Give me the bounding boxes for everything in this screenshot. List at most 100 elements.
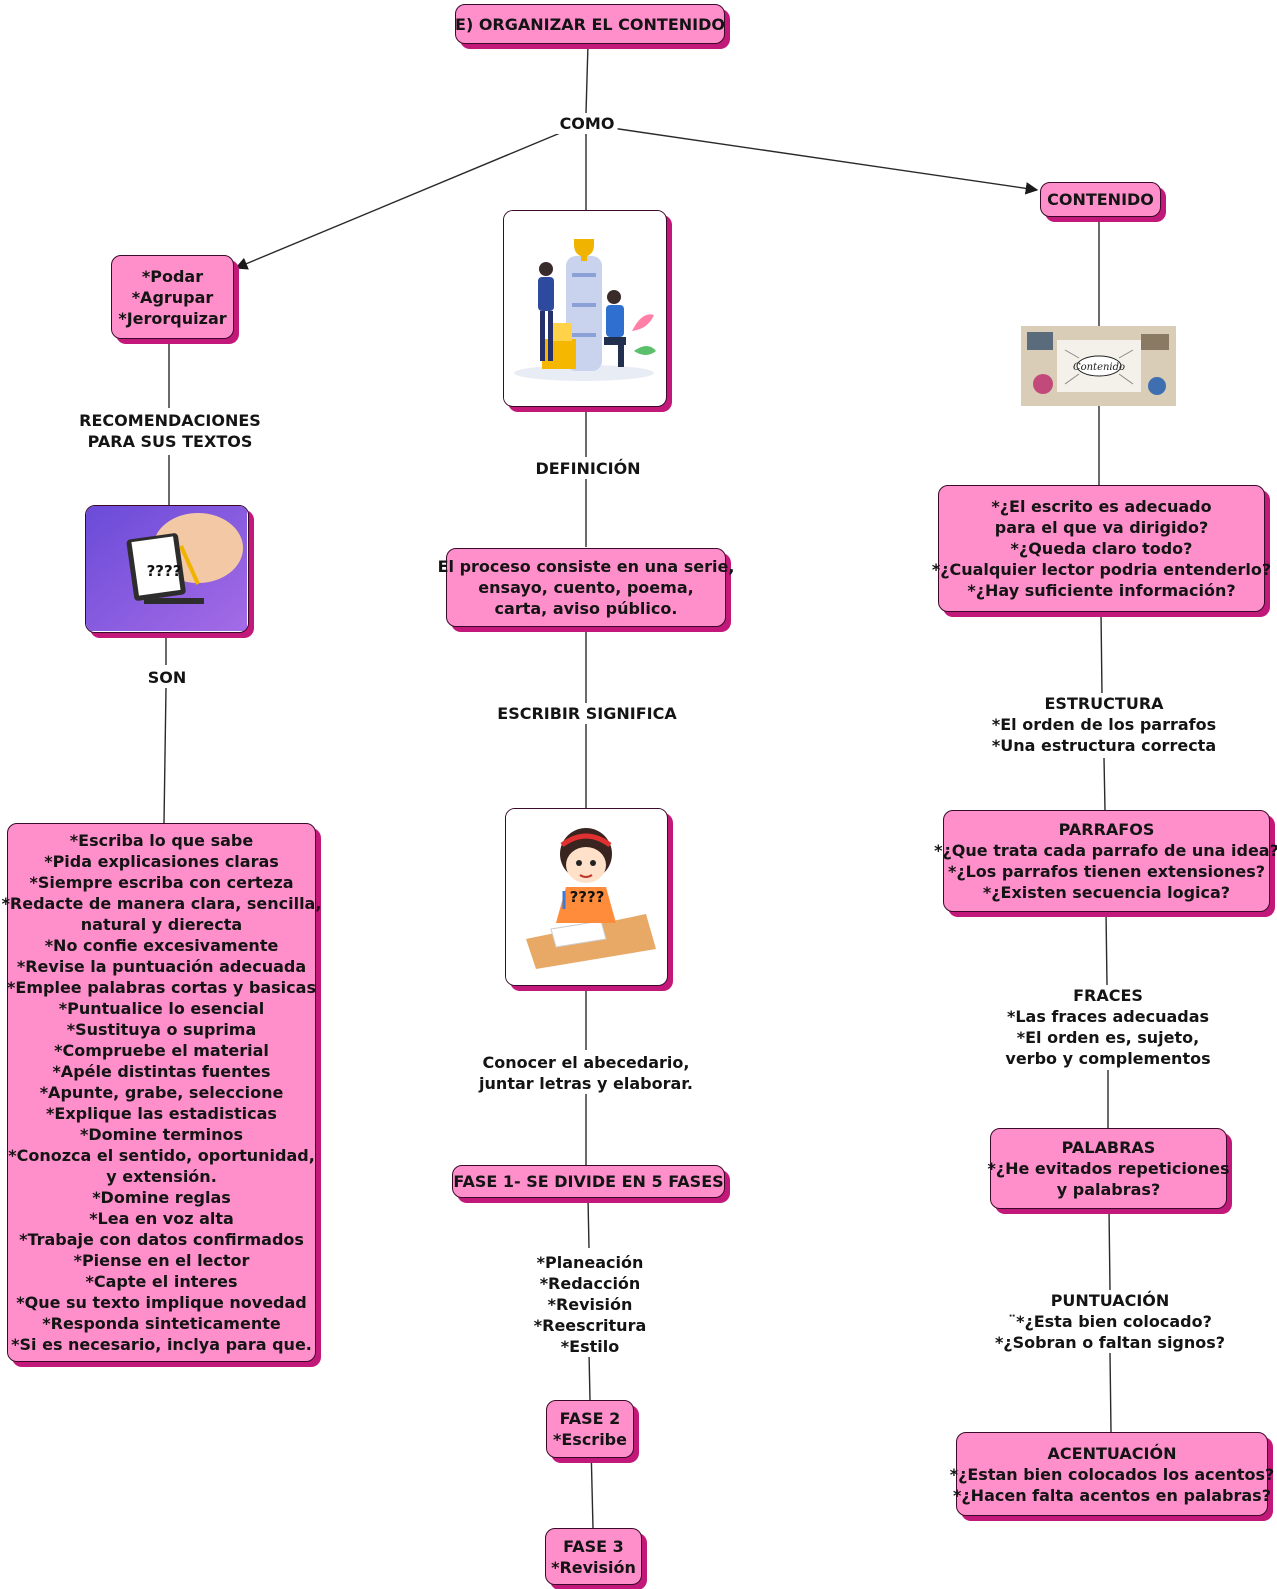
text-line: *¿Queda claro todo? <box>1010 539 1193 558</box>
text-line: *El orden es, sujeto, <box>1016 1028 1200 1047</box>
left-node-podar[interactable]: *Podar *Agrupar *Jerorquizar <box>111 255 234 339</box>
text-line: para el que va dirigido? <box>994 518 1209 537</box>
center-node-fase3[interactable]: FASE 3 *Revisión <box>545 1528 642 1585</box>
text-line: *Agrupar <box>131 287 214 307</box>
text-line: *¿Sobran o faltan signos? <box>994 1333 1226 1352</box>
recommendation-item: *Siempre escriba con certeza <box>29 873 294 892</box>
text-line: *Jerorquizar <box>118 308 227 328</box>
text-line: ACENTUACIÓN <box>1047 1443 1177 1463</box>
image-placeholder-text: Contenido <box>1073 362 1125 373</box>
image-placeholder-text: ???? <box>570 888 605 906</box>
text-line: *¿Existen secuencia logica? <box>982 883 1231 902</box>
text-line: RECOMENDACIONES <box>79 411 261 430</box>
link-definicion: DEFINICIÓN <box>532 458 644 479</box>
recommendation-item: *Domine reglas <box>92 1188 231 1207</box>
text-line: *¿Los parrafos tienen extensiones? <box>947 862 1266 881</box>
recommendation-item: *Explique las estadisticas <box>46 1104 277 1123</box>
link-escribir-significa: ESCRIBIR SIGNIFICA <box>494 703 680 724</box>
center-node-fase2[interactable]: FASE 2 *Escribe <box>546 1400 634 1458</box>
link-puntuacion: PUNTUACIÓN ¨*¿Esta bien colocado? *¿Sobr… <box>991 1290 1229 1353</box>
right-node-palabras[interactable]: PALABRAS *¿He evitados repeticiones y pa… <box>987 1128 1230 1209</box>
text-line: CONTENIDO <box>1047 190 1154 209</box>
link-conocer-abecedario: Conocer el abecedario, juntar letras y e… <box>476 1052 696 1094</box>
connector <box>590 1444 594 1529</box>
right-node-parrafos[interactable]: PARRAFOS *¿Que trata cada parrafo de una… <box>934 810 1277 912</box>
recommendation-item: *Puntualice lo esencial <box>58 999 265 1018</box>
recommendation-item: *Pida explicasiones claras <box>44 852 279 871</box>
recommendation-item: *Que su texto implique novedad <box>16 1293 307 1312</box>
text-line: *Reescritura <box>533 1316 647 1335</box>
text-line: ensayo, cuento, poema, <box>478 578 694 597</box>
link-son: SON <box>144 667 190 688</box>
library-illustration <box>504 211 665 405</box>
writing-hand-illustration: ???? <box>86 506 247 631</box>
recommendation-item: *Apunte, grabe, seleccione <box>39 1083 284 1102</box>
recommendation-item: *Escriba lo que sabe <box>69 831 254 850</box>
recommendation-item: natural y dierecta <box>80 915 243 934</box>
writing-hand-image: ???? <box>85 505 249 633</box>
contenido-desk-illustration: Contenido <box>1021 326 1176 406</box>
text-line: FASE 3 <box>563 1536 624 1556</box>
text-line: *Planeación <box>536 1253 644 1272</box>
link-como: COMO <box>556 113 618 134</box>
recommendation-item: *Lea en voz alta <box>89 1209 234 1228</box>
connector <box>585 43 589 114</box>
text-line: carta, aviso público. <box>494 599 678 618</box>
text-line: El proceso consiste en una serie, <box>437 557 735 576</box>
recommendation-item: *Conozca el sentido, oportunidad, <box>8 1146 315 1165</box>
text-line: PARRAFOS <box>1058 820 1155 839</box>
right-node-contenido[interactable]: CONTENIDO <box>1040 182 1161 217</box>
text-line: *Una estructura correcta <box>991 736 1217 755</box>
left-node-recommendations[interactable]: *Escriba lo que sabe *Pida explicasiones… <box>2 823 321 1362</box>
center-node-fase1[interactable]: FASE 1- SE DIVIDE EN 5 FASES <box>452 1165 725 1198</box>
text-line: *¿Que trata cada parrafo de una idea? <box>934 841 1277 860</box>
recommendation-item: *Capte el interes <box>85 1272 238 1291</box>
text-line: ¨*¿Esta bien colocado? <box>1008 1312 1212 1331</box>
text-line: *¿Hay suficiente información? <box>967 581 1236 600</box>
arrow-left <box>234 130 566 270</box>
recommendation-item: *Apéle distintas fuentes <box>52 1062 271 1081</box>
text-line: PALABRAS <box>1061 1138 1156 1157</box>
right-node-questions[interactable]: *¿El escrito es adecuado para el que va … <box>932 485 1271 612</box>
connector <box>1100 611 1103 696</box>
recommendation-item: *Emplee palabras cortas y basicas <box>7 978 316 997</box>
connector <box>1103 757 1106 811</box>
link-estructura: ESTRUCTURA *El orden de los parrafos *Un… <box>988 693 1220 756</box>
text-line: *Redacción <box>539 1274 641 1293</box>
recommendation-item: *Revise la puntuación adecuada <box>16 957 307 976</box>
center-node-definition[interactable]: El proceso consiste en una serie, ensayo… <box>438 548 734 627</box>
text-line: *¿He evitados repeticiones <box>987 1159 1230 1178</box>
text-line: PUNTUACIÓN <box>1050 1291 1170 1310</box>
recommendation-item: y extensión. <box>106 1167 217 1186</box>
root-node[interactable]: E) ORGANIZAR EL CONTENIDO <box>455 4 725 44</box>
connector <box>588 1351 591 1401</box>
recommendation-item: *Sustituya o suprima <box>66 1020 257 1039</box>
recommendation-item: *Redacte de manera clara, sencilla, <box>1 894 322 913</box>
text-line: *¿Hacen falta acentos en palabras? <box>953 1485 1271 1505</box>
text-line: *¿Estan bien colocados los acentos? <box>949 1464 1275 1484</box>
text-line: *¿Cualquier lector podria entenderlo? <box>931 560 1272 579</box>
recommendation-item: *Domine terminos <box>79 1125 244 1144</box>
text-line: *El orden de los parrafos <box>991 715 1217 734</box>
text-line: verbo y complementos <box>1005 1049 1211 1068</box>
text-line: *Estilo <box>560 1337 620 1356</box>
recommendation-item: *Si es necesario, inclya para que. <box>11 1335 312 1354</box>
arrow-right <box>611 127 1039 195</box>
connector <box>1105 911 1108 986</box>
connector <box>1108 1208 1111 1291</box>
link-fases-list: *Planeación *Redacción *Revisión *Reescr… <box>530 1252 650 1357</box>
recommendation-item: *Piense en el lector <box>73 1251 250 1270</box>
recommendation-item: *Responda sinteticamente <box>42 1314 281 1333</box>
girl-writing-image: ???? <box>505 808 668 986</box>
root-title: E) ORGANIZAR EL CONTENIDO <box>455 14 725 34</box>
connector <box>1109 1352 1112 1433</box>
right-node-acentuacion[interactable]: ACENTUACIÓN *¿Estan bien colocados los a… <box>950 1432 1274 1516</box>
text-line: FASE 1- SE DIVIDE EN 5 FASES <box>453 1172 724 1191</box>
text-line: ESTRUCTURA <box>1044 694 1164 713</box>
contenido-desk-image: Contenido <box>1021 326 1176 406</box>
text-line: *¿El escrito es adecuado <box>991 497 1212 516</box>
text-line: FRACES <box>1073 986 1143 1005</box>
link-fraces: FRACES *Las fraces adecuadas *El orden e… <box>1002 985 1214 1069</box>
text-line: FASE 2 <box>559 1409 621 1428</box>
